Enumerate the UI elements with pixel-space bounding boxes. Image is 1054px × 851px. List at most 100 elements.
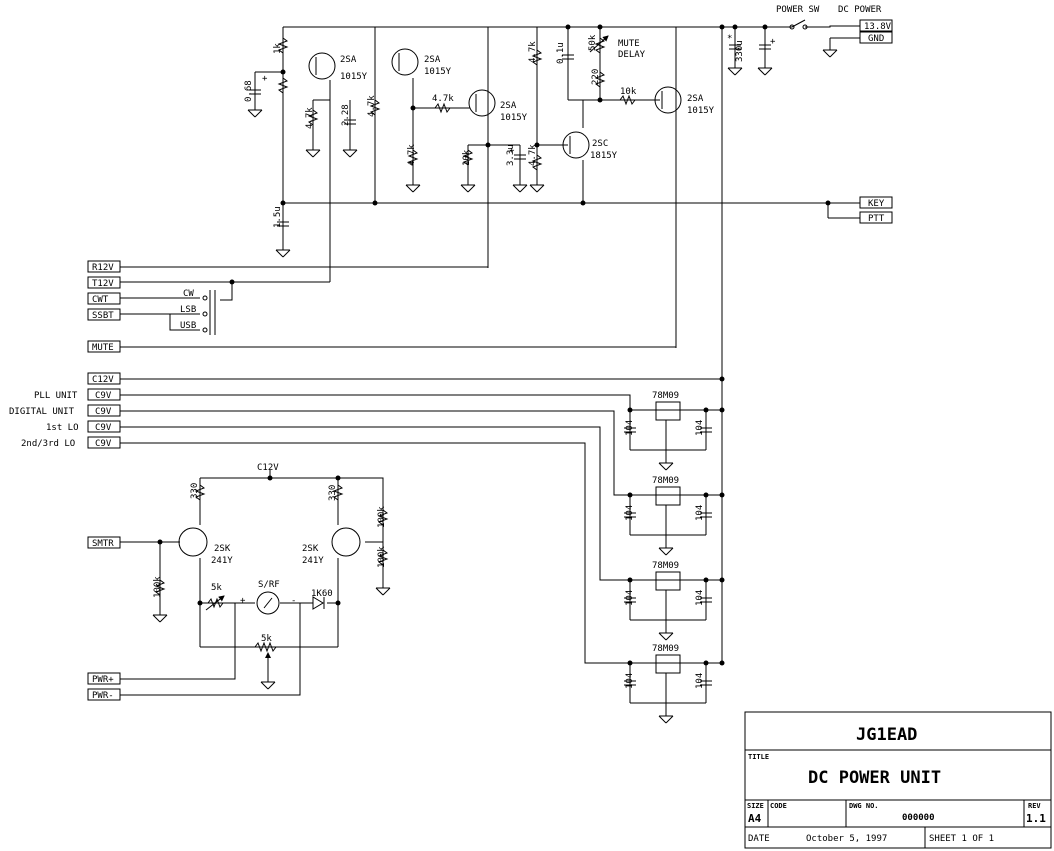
source-labels: PLL UNIT DIGITAL UNIT 1st LO 2nd/3rd LO	[9, 391, 79, 449]
svg-text:104: 104	[695, 673, 705, 689]
svg-text:10k: 10k	[462, 149, 472, 166]
svg-text:104: 104	[625, 673, 635, 689]
svg-text:100k: 100k	[153, 576, 163, 598]
svg-text:78M09: 78M09	[652, 561, 679, 571]
svg-text:C9V: C9V	[95, 407, 112, 417]
svg-text:1815Y: 1815Y	[590, 151, 618, 161]
svg-text:10k: 10k	[620, 87, 637, 97]
svg-text:4.7k: 4.7k	[407, 144, 417, 166]
svg-text:1st LO: 1st LO	[46, 423, 79, 433]
mode-switch: CW LSB USB	[180, 289, 216, 335]
svg-text:330: 330	[190, 483, 200, 499]
grounds	[152, 49, 838, 724]
svg-text:R12V: R12V	[92, 263, 114, 273]
svg-text:4.7k: 4.7k	[367, 95, 377, 117]
regulators: 78M09 104 104 78M09 104 104 78M0	[585, 391, 722, 716]
svg-text:104: 104	[625, 505, 635, 521]
svg-text:5k: 5k	[211, 583, 222, 593]
svg-text:2SA: 2SA	[340, 55, 357, 65]
delay-label: DELAY	[618, 50, 646, 60]
title-block: JG1EAD TITLE DC POWER UNIT SIZE A4 CODE …	[744, 711, 1052, 849]
svg-text:+: +	[770, 37, 776, 47]
svg-text:1.5u: 1.5u	[273, 206, 283, 228]
svg-text:2.28: 2.28	[341, 104, 351, 126]
junctions	[157, 24, 831, 666]
svg-text:2SC: 2SC	[592, 139, 608, 149]
svg-text:100k: 100k	[377, 546, 387, 568]
svg-text:78M09: 78M09	[652, 476, 679, 486]
svg-text:104: 104	[695, 590, 705, 606]
svg-text:0.1u: 0.1u	[556, 42, 566, 64]
svg-text:78M09: 78M09	[652, 391, 679, 401]
svg-text:+: +	[262, 74, 268, 84]
author: JG1EAD	[856, 725, 917, 745]
svg-text:50k: 50k	[588, 34, 598, 51]
svg-text:100k: 100k	[377, 506, 387, 528]
svg-text:C12V: C12V	[92, 375, 114, 385]
svg-text:REV: REV	[1028, 802, 1041, 810]
svg-text:241Y: 241Y	[211, 556, 233, 566]
svg-text:1015Y: 1015Y	[340, 72, 368, 82]
key-connector: KEY	[859, 196, 893, 209]
svg-text:LSB: LSB	[180, 305, 196, 315]
svg-text:4.7k: 4.7k	[528, 144, 538, 166]
svg-text:5k: 5k	[261, 634, 272, 644]
svg-text:PWR-: PWR-	[92, 691, 114, 701]
svg-text:1.1: 1.1	[1026, 812, 1046, 825]
svg-text:1015Y: 1015Y	[687, 106, 715, 116]
svg-text:*: *	[727, 34, 732, 44]
svg-text:C9V: C9V	[95, 423, 112, 433]
svg-text:104: 104	[625, 590, 635, 606]
svg-text:USB: USB	[180, 321, 196, 331]
svg-text:0.68: 0.68	[244, 80, 254, 102]
meter-circuit: C12V 330 330 100k 100k 100k 2SK 241Y 2SK…	[120, 463, 389, 696]
svg-text:PWR+: PWR+	[92, 675, 114, 685]
svg-text:2SK: 2SK	[214, 544, 231, 554]
svg-text:+: +	[240, 596, 246, 606]
svg-text:1015Y: 1015Y	[500, 113, 528, 123]
power-sw-label: POWER SW	[776, 5, 820, 15]
svg-text:DIGITAL UNIT: DIGITAL UNIT	[9, 407, 75, 417]
svg-text:1k: 1k	[273, 43, 283, 54]
svg-text:330: 330	[328, 485, 338, 501]
svg-text:2SK: 2SK	[302, 544, 319, 554]
svg-text:1015Y: 1015Y	[424, 67, 452, 77]
svg-text:2nd/3rd LO: 2nd/3rd LO	[21, 439, 75, 449]
svg-text:4.7k: 4.7k	[432, 94, 454, 104]
svg-text:A4: A4	[748, 812, 762, 825]
mute-label: MUTE	[618, 39, 640, 49]
svg-text:October 5, 1997: October 5, 1997	[806, 834, 887, 844]
dc-power-label: DC POWER	[838, 5, 882, 15]
svg-text:1K60: 1K60	[311, 589, 333, 599]
svg-text:3.3u: 3.3u	[506, 144, 516, 166]
svg-text:4.7k: 4.7k	[305, 107, 315, 129]
svg-text:241Y: 241Y	[302, 556, 324, 566]
left-connectors: R12V T12V CWT SSBT MUTE C12V C9V C9V C9V…	[87, 260, 121, 701]
svg-text:C9V: C9V	[95, 391, 112, 401]
top-labels: POWER SW DC POWER MUTE DELAY * 330u 1k 0…	[244, 5, 882, 228]
svg-text:CWT: CWT	[92, 295, 109, 305]
svg-text:104: 104	[625, 420, 635, 436]
transistors	[308, 48, 682, 159]
svg-text:SSBT: SSBT	[92, 311, 114, 321]
svg-text:DATE: DATE	[748, 834, 770, 844]
svg-text:-: -	[291, 596, 296, 606]
ptt-connector: PTT	[859, 211, 893, 224]
svg-text:SIZE: SIZE	[747, 802, 764, 810]
svg-text:78M09: 78M09	[652, 644, 679, 654]
capacitors	[249, 44, 771, 227]
svg-text:MUTE: MUTE	[92, 343, 114, 353]
svg-text:T12V: T12V	[92, 279, 114, 289]
svg-text:C12V: C12V	[257, 463, 279, 473]
drawing-title: DC POWER UNIT	[808, 768, 941, 788]
svg-text:KEY: KEY	[868, 199, 885, 209]
svg-text:104: 104	[695, 505, 705, 521]
svg-text:2SA: 2SA	[687, 94, 704, 104]
svg-text:4.7k: 4.7k	[528, 41, 538, 63]
svg-text:TITLE: TITLE	[748, 753, 769, 761]
svg-text:220: 220	[591, 69, 601, 85]
svg-text:CW: CW	[183, 289, 194, 299]
svg-text:CODE: CODE	[770, 802, 787, 810]
svg-text:S/RF: S/RF	[258, 580, 280, 590]
svg-text:C9V: C9V	[95, 439, 112, 449]
